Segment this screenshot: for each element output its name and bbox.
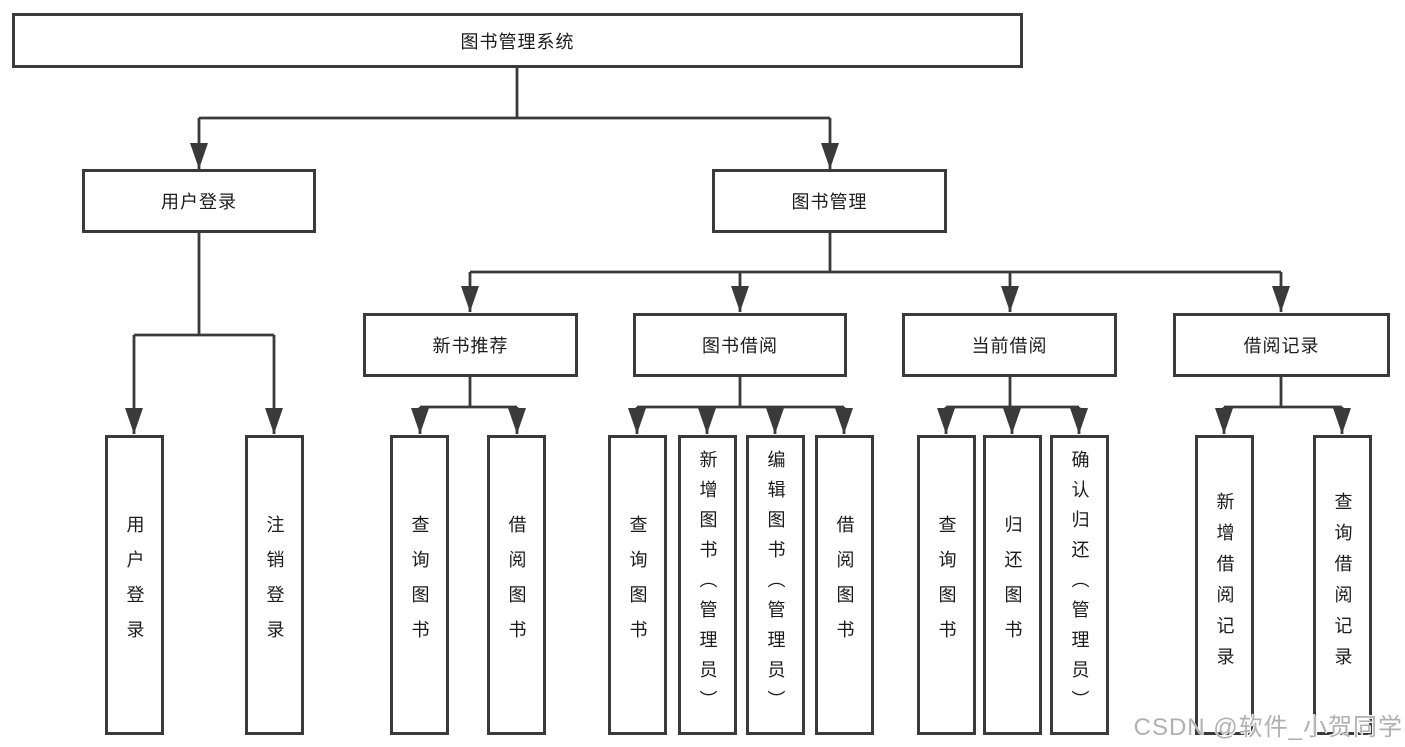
leaf-return-book: 归还图书: [983, 435, 1042, 735]
csdn-watermark: CSDN @软件_小贺同学: [1133, 714, 1403, 741]
leaf-add-borrow-record: 新增借阅记录: [1195, 435, 1254, 735]
node-library-management-system: 图书管理系统: [12, 13, 1023, 68]
leaf-confirm-return-admin: 确认归还（管理员）: [1050, 435, 1109, 735]
node-label: 图书管理系统: [460, 31, 575, 52]
node-label: 图书借阅: [702, 336, 778, 356]
node-book-management: 图书管理: [712, 169, 947, 233]
leaf-label: 查询图书: [627, 515, 648, 655]
leaf-label: 查询借阅记录: [1332, 492, 1353, 678]
node-new-book-recommend: 新书推荐: [363, 313, 578, 377]
leaf-logout: 注销登录: [245, 435, 304, 735]
leaf-borrow-books: 借阅图书: [815, 435, 874, 735]
node-borrow-records: 借阅记录: [1173, 313, 1390, 377]
node-label: 当前借阅: [971, 336, 1048, 356]
connector-current-borrow-children: [937, 377, 1088, 434]
leaf-label: 编辑图书（管理员）: [765, 450, 786, 720]
connector-borrow-records-children: [1215, 377, 1351, 434]
leaf-edit-book-admin: 编辑图书（管理员）: [746, 435, 805, 735]
node-label: 新书推荐: [432, 336, 509, 356]
leaf-label: 借阅图书: [506, 515, 527, 655]
leaf-label: 归还图书: [1002, 515, 1023, 655]
node-current-borrow: 当前借阅: [902, 313, 1117, 377]
node-book-borrow: 图书借阅: [633, 313, 847, 377]
node-user-login: 用户登录: [82, 169, 316, 233]
leaf-label: 确认归还（管理员）: [1069, 450, 1090, 720]
leaf-label: 查询图书: [409, 515, 430, 655]
connector-root-to-level2: [190, 68, 839, 169]
leaf-label: 新增图书（管理员）: [697, 450, 718, 720]
connector-book-management-children: [461, 233, 1290, 312]
leaf-query-books-current: 查询图书: [917, 435, 976, 735]
connector-new-book-recommend-children: [411, 377, 526, 434]
leaf-label: 查询图书: [936, 515, 957, 655]
leaf-label: 用户登录: [124, 515, 145, 655]
leaf-query-books-borrow: 查询图书: [608, 435, 667, 735]
node-label: 图书管理: [791, 192, 868, 212]
leaf-add-book-admin: 新增图书（管理员）: [678, 435, 737, 735]
node-label: 用户登录: [161, 192, 237, 212]
leaf-user-login: 用户登录: [105, 435, 164, 735]
leaf-query-books-recommend: 查询图书: [390, 435, 449, 735]
connector-user-login-children: [125, 233, 283, 434]
leaf-label: 借阅图书: [834, 515, 855, 655]
node-label: 借阅记录: [1243, 336, 1320, 356]
leaf-label: 注销登录: [264, 515, 285, 655]
leaf-label: 新增借阅记录: [1214, 492, 1235, 678]
leaf-query-borrow-record: 查询借阅记录: [1313, 435, 1372, 735]
leaf-borrow-books-recommend: 借阅图书: [487, 435, 546, 735]
connector-book-borrow-children: [628, 377, 853, 434]
